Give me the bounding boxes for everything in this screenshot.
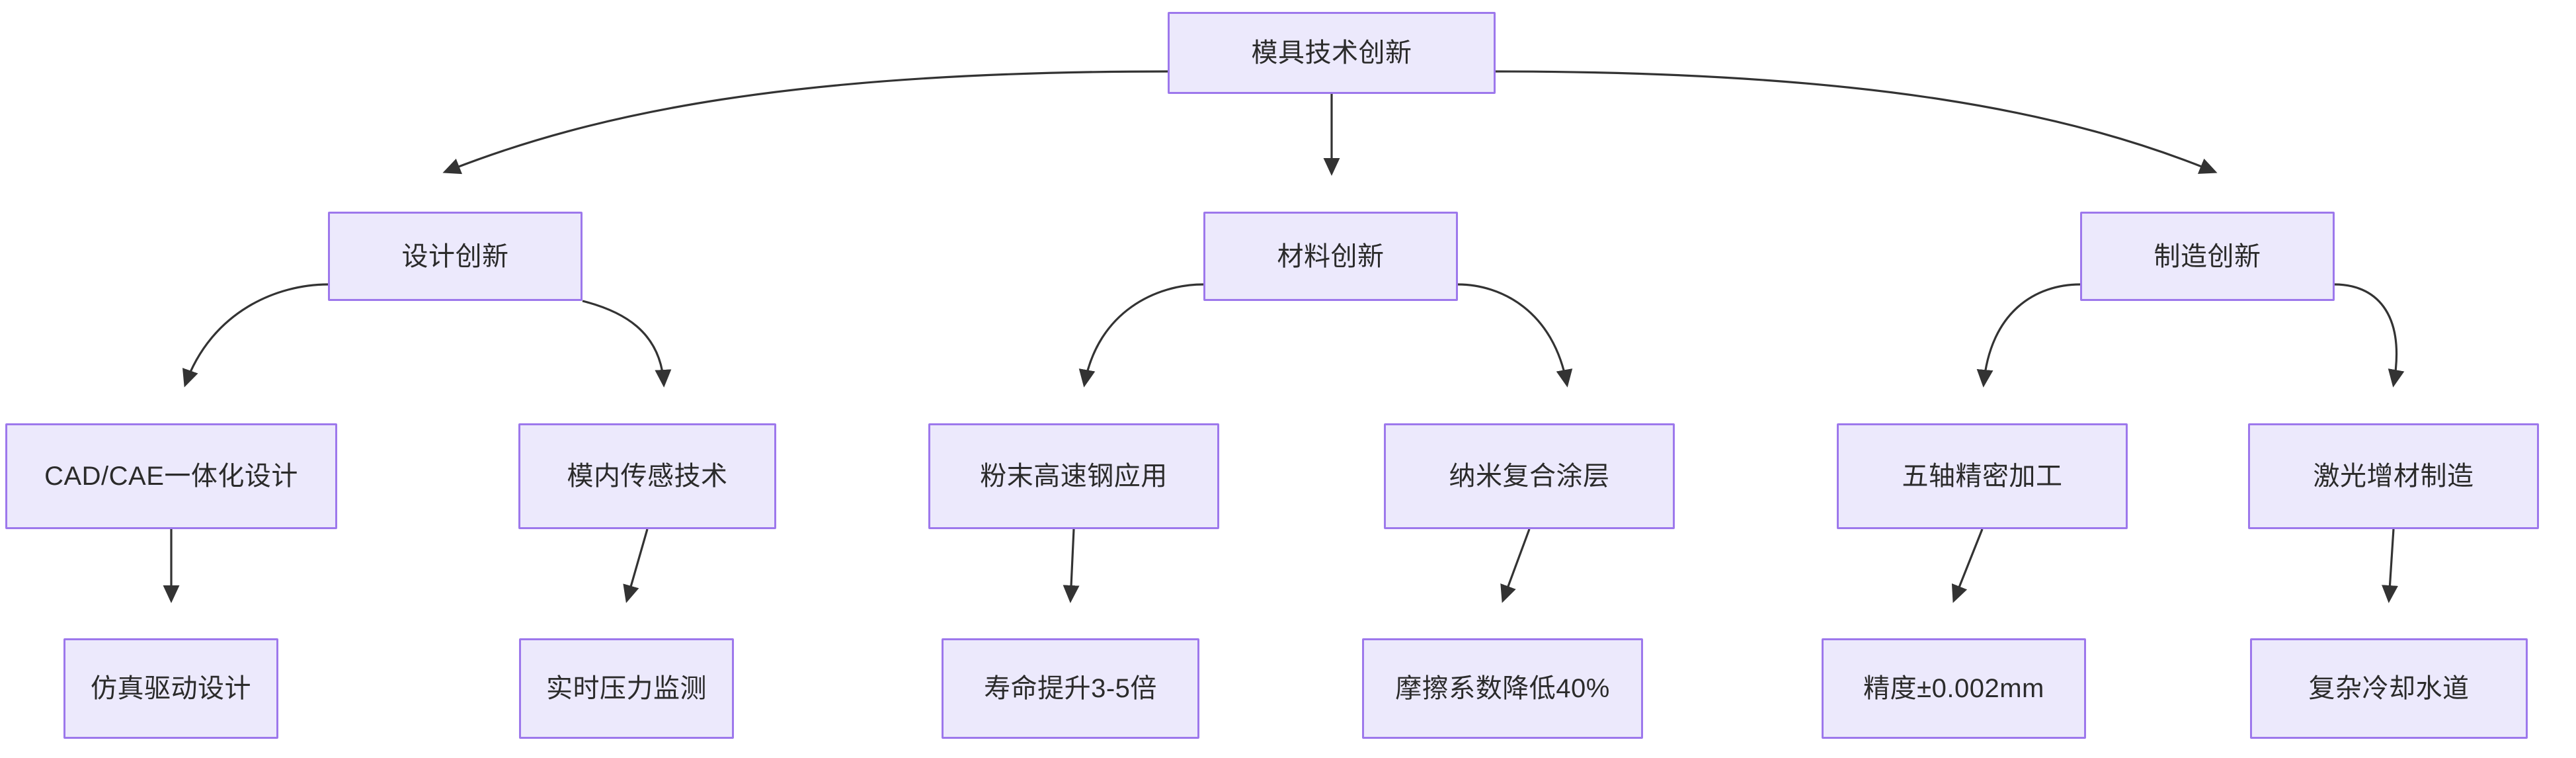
node-design-innovation-label: 设计创新: [401, 241, 509, 271]
node-root[interactable]: 模具技术创新: [1168, 12, 1496, 94]
edge-manufacturing-to-laser: [2334, 283, 2405, 388]
node-five-axis-precision-machining[interactable]: 五轴精密加工: [1837, 423, 2128, 529]
node-cad-cae-integrated-design[interactable]: CAD/CAE一体化设计: [5, 423, 337, 529]
node-design-innovation[interactable]: 设计创新: [328, 212, 583, 301]
node-friction-reduction[interactable]: 摩擦系数降低40%: [1362, 638, 1643, 739]
edge-material-to-nano: [1457, 283, 1573, 388]
edge-root-to-manufacturing: [1495, 70, 2218, 174]
node-cad-cae-integrated-design-label: CAD/CAE一体化设计: [44, 462, 298, 491]
node-precision-tolerance-label: 精度±0.002mm: [1863, 674, 2044, 703]
edge-material-to-powder: [1078, 283, 1204, 388]
node-in-mold-sensing-technology-label: 模内传感技术: [567, 462, 728, 491]
node-root-label: 模具技术创新: [1251, 38, 1412, 67]
edge-design-to-sensor: [582, 300, 672, 388]
node-manufacturing-innovation-label: 制造创新: [2153, 241, 2261, 271]
edge-fiveaxis-to-accuracy: [1951, 528, 1984, 603]
edge-manufacturing-to-fiveaxis: [1976, 283, 2081, 388]
node-material-innovation-label: 材料创新: [1277, 241, 1385, 271]
node-complex-cooling-channel-label: 复杂冷却水道: [2308, 674, 2470, 703]
node-simulation-driven-design[interactable]: 仿真驱动设计: [63, 638, 278, 739]
node-five-axis-precision-machining-label: 五轴精密加工: [1902, 462, 2063, 491]
node-friction-reduction-label: 摩擦系数降低40%: [1395, 674, 1610, 703]
node-lifetime-increase[interactable]: 寿命提升3-5倍: [942, 638, 1199, 739]
node-nano-composite-coating-label: 纳米复合涂层: [1449, 462, 1610, 491]
node-realtime-pressure-monitoring-label: 实时压力监测: [546, 674, 707, 703]
node-realtime-pressure-monitoring[interactable]: 实时压力监测: [519, 638, 734, 739]
node-in-mold-sensing-technology[interactable]: 模内传感技术: [518, 423, 776, 529]
edge-design-to-cadcae: [182, 283, 329, 388]
node-material-innovation[interactable]: 材料创新: [1203, 212, 1458, 301]
edge-laser-to-cooling: [2382, 528, 2398, 603]
node-lifetime-increase-label: 寿命提升3-5倍: [984, 674, 1157, 703]
edge-sensor-to-press: [623, 528, 649, 603]
node-manufacturing-innovation[interactable]: 制造创新: [2080, 212, 2335, 301]
node-laser-additive-manufacturing[interactable]: 激光增材制造: [2248, 423, 2539, 529]
node-powder-high-speed-steel-label: 粉末高速钢应用: [980, 462, 1168, 491]
node-nano-composite-coating[interactable]: 纳米复合涂层: [1384, 423, 1675, 529]
node-laser-additive-manufacturing-label: 激光增材制造: [2313, 462, 2474, 491]
edge-nano-to-friction: [1500, 528, 1531, 603]
node-precision-tolerance[interactable]: 精度±0.002mm: [1822, 638, 2086, 739]
node-simulation-driven-design-label: 仿真驱动设计: [91, 674, 251, 703]
edge-root-to-design: [442, 70, 1168, 175]
node-powder-high-speed-steel[interactable]: 粉末高速钢应用: [928, 423, 1219, 529]
node-complex-cooling-channel[interactable]: 复杂冷却水道: [2250, 638, 2528, 739]
edge-powder-to-life: [1063, 528, 1080, 603]
